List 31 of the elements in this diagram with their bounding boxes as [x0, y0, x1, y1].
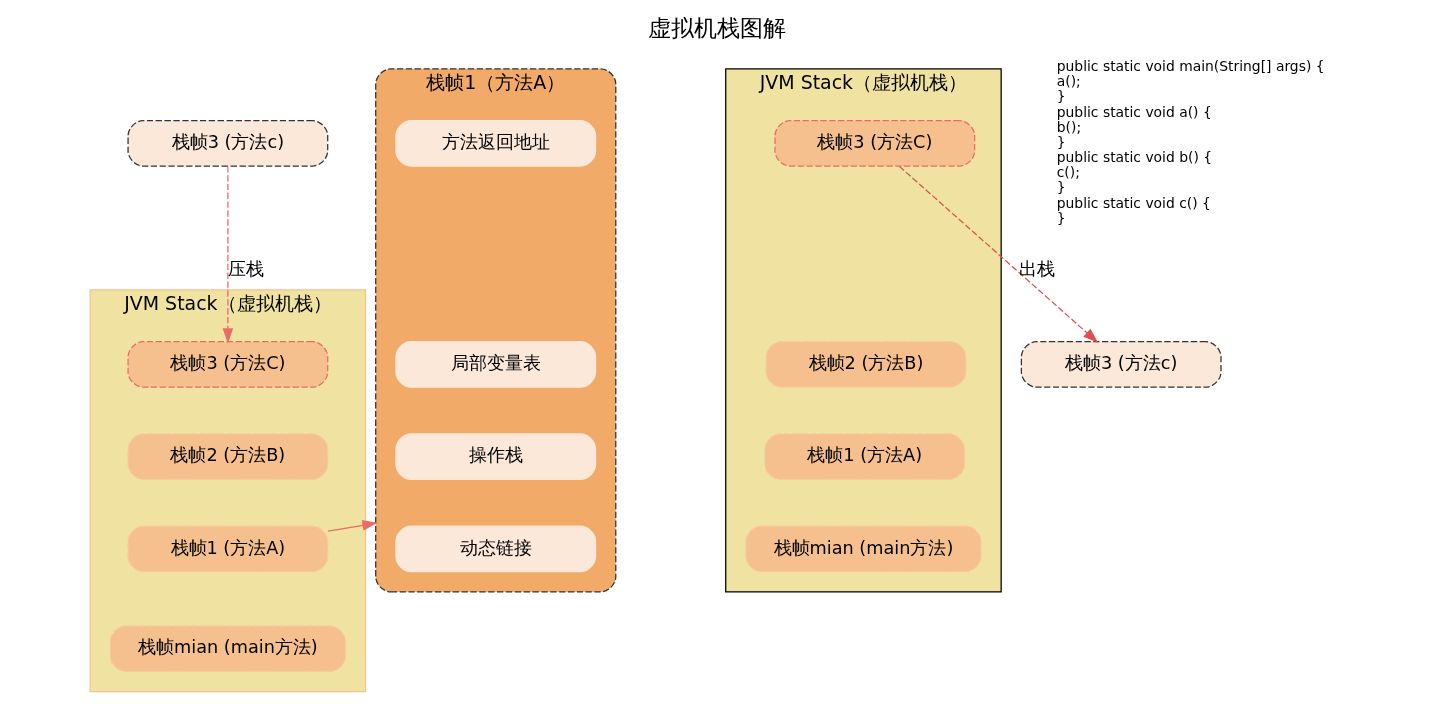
arrow: [898, 165, 1099, 343]
label: a();: [1056, 73, 1081, 90]
label: }: [1056, 179, 1066, 196]
node-box: 栈帧3 (方法c): [127, 119, 329, 167]
label: public static void main(String[] args) {: [1056, 58, 1325, 75]
diagram-title: 虚拟机栈图解: [648, 15, 787, 42]
edge-label: 压栈: [228, 258, 265, 279]
label: b();: [1056, 118, 1082, 135]
node-box: 栈帧1 (方法A): [127, 525, 329, 573]
node-box: 栈帧2 (方法B): [127, 433, 329, 481]
label: public static void a() {: [1056, 103, 1212, 120]
node-box: 操作栈: [395, 433, 597, 481]
node-box: 动态链接: [395, 525, 597, 573]
label: }: [1056, 88, 1066, 105]
node-box: 栈帧2 (方法B): [765, 341, 967, 388]
node-box: 方法返回地址: [395, 119, 597, 167]
edge-label: 出栈: [1019, 258, 1056, 279]
node-box: 栈帧3 (方法C): [774, 119, 976, 167]
node-box: 栈帧1 (方法A): [764, 433, 966, 481]
node-box: 栈帧mian (main方法): [745, 525, 982, 573]
label: }: [1056, 209, 1066, 226]
node-box: 栈帧mian (main方法): [109, 625, 346, 673]
node-box: 栈帧3 (方法c): [1020, 341, 1222, 388]
label: }: [1056, 133, 1066, 150]
node-box: 局部变量表: [395, 341, 597, 388]
label: public static void b() {: [1056, 149, 1213, 166]
label: c();: [1056, 164, 1080, 181]
node-box: 栈帧3 (方法C): [127, 341, 329, 388]
arrow: [327, 520, 378, 532]
label: public static void c() {: [1056, 194, 1211, 211]
arrow: [222, 165, 234, 344]
